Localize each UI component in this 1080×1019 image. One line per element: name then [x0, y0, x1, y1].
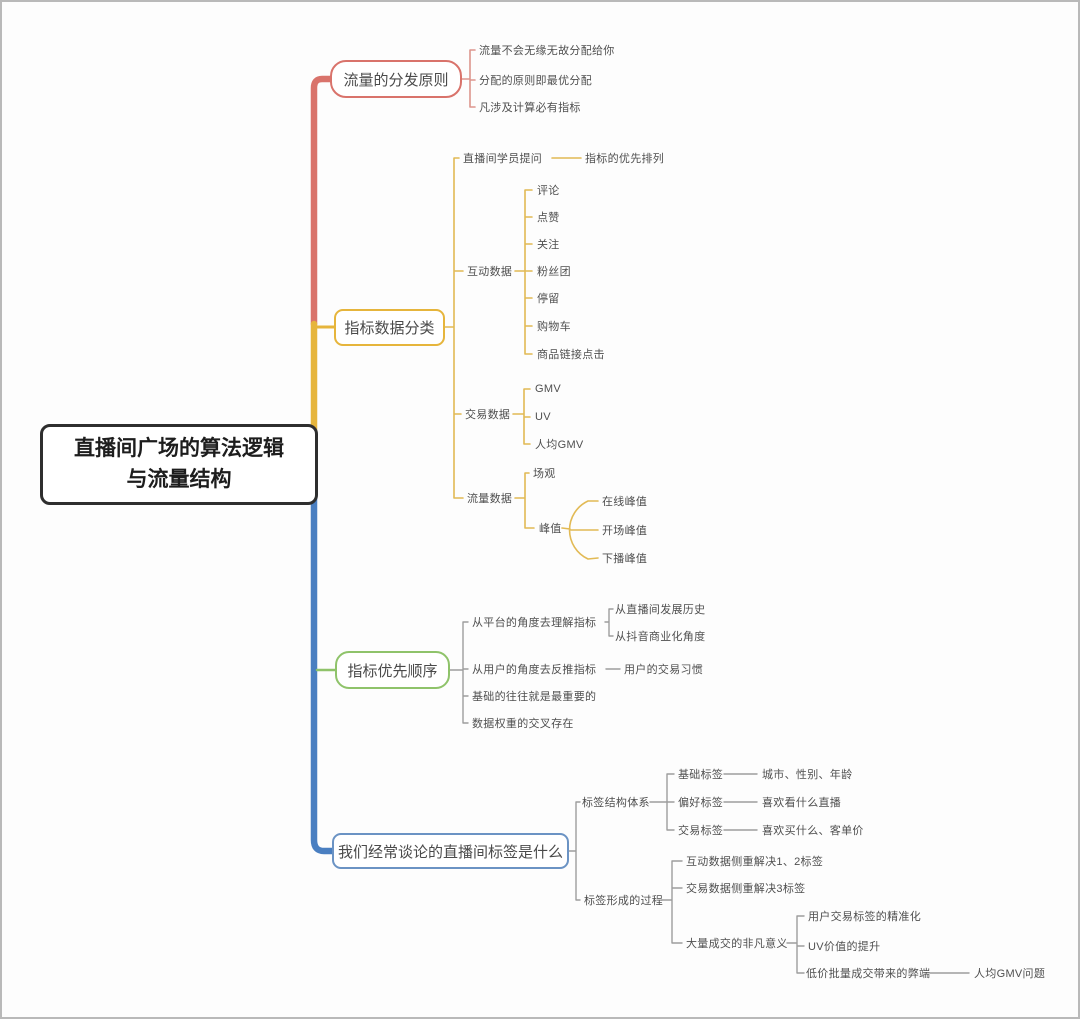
leaf-fan-club[interactable]: 粉丝团	[537, 266, 571, 278]
leaf-student-question[interactable]: 直播间学员提问	[463, 153, 543, 165]
trunk-red	[310, 75, 336, 328]
wires-peak-brace	[561, 500, 599, 560]
branch-traffic-distribution-principle[interactable]: 流量的分发原则	[330, 60, 462, 98]
wires-tag-process	[661, 860, 683, 944]
leaf-calculation-indicators[interactable]: 凡涉及计算必有指标	[479, 102, 581, 114]
leaf-opening-peak[interactable]: 开场峰值	[602, 525, 648, 537]
wires-blue-level2	[568, 801, 581, 901]
wires-green-level2	[449, 621, 469, 724]
trunk-blue	[310, 450, 336, 855]
leaf-transaction-tag-3[interactable]: 交易数据侧重解决3标签	[686, 883, 806, 895]
leaf-comments[interactable]: 评论	[537, 185, 560, 197]
leaf-user-perspective[interactable]: 从用户的角度去反推指标	[472, 664, 597, 676]
leaf-douyin-commercialization[interactable]: 从抖音商业化角度	[615, 631, 706, 643]
wires-interaction-data	[514, 189, 533, 355]
leaf-data-weight-cross[interactable]: 数据权重的交叉存在	[472, 718, 574, 730]
leaf-what-buy-order-value[interactable]: 喜欢买什么、客单价	[762, 825, 864, 837]
wires-tag-examples	[723, 773, 758, 831]
leaf-what-streams-watched[interactable]: 喜欢看什么直播	[762, 797, 842, 809]
leaf-interaction-tags-1-2[interactable]: 互动数据侧重解决1、2标签	[686, 856, 824, 868]
leaf-optimal-allocation[interactable]: 分配的原则即最优分配	[479, 75, 592, 87]
leaf-uv[interactable]: UV	[535, 411, 551, 423]
leaf-online-peak[interactable]: 在线峰值	[602, 496, 648, 508]
leaf-uv-value-increase[interactable]: UV价值的提升	[808, 941, 881, 953]
leaf-product-link-clicks[interactable]: 商品链接点击	[537, 349, 605, 361]
leaf-gmv-per-capita-problem[interactable]: 人均GMV问题	[974, 968, 1046, 980]
leaf-big-deal-significance[interactable]: 大量成交的非凡意义	[686, 938, 788, 950]
leaf-basics-most-important[interactable]: 基础的往往就是最重要的	[472, 691, 597, 703]
leaf-indicator-priority-ranking[interactable]: 指标的优先排列	[585, 153, 665, 165]
leaf-preference-tags[interactable]: 偏好标签	[678, 797, 724, 809]
leaf-dwell[interactable]: 停留	[537, 293, 560, 305]
leaf-gmv[interactable]: GMV	[535, 383, 561, 395]
leaf-tag-structure-system[interactable]: 标签结构体系	[582, 797, 650, 809]
leaf-precise-transaction-tags[interactable]: 用户交易标签的精准化	[808, 911, 921, 923]
leaf-traffic-data[interactable]: 流量数据	[467, 493, 513, 505]
leaf-liveroom-history[interactable]: 从直播间发展历史	[615, 604, 706, 616]
central-topic[interactable]: 直播间广场的算法逻辑 与流量结构	[40, 424, 318, 505]
leaf-transaction-tags[interactable]: 交易标签	[678, 825, 724, 837]
leaf-gmv-per-capita[interactable]: 人均GMV	[535, 439, 584, 451]
wires-big-deal	[786, 915, 805, 974]
leaf-traffic-not-random[interactable]: 流量不会无缘无故分配给你	[479, 45, 615, 57]
leaf-basic-tags[interactable]: 基础标签	[678, 769, 724, 781]
leaf-platform-perspective[interactable]: 从平台的角度去理解指标	[472, 617, 597, 629]
wires-yellow-level2	[444, 157, 464, 499]
leaf-city-gender-age[interactable]: 城市、性别、年龄	[762, 769, 853, 781]
leaf-follows[interactable]: 关注	[537, 239, 560, 251]
leaf-user-transaction-habits[interactable]: 用户的交易习惯	[624, 664, 704, 676]
leaf-tag-formation-process[interactable]: 标签形成的过程	[584, 895, 664, 907]
leaf-peak[interactable]: 峰值	[539, 523, 562, 535]
branch-liveroom-tags[interactable]: 我们经常谈论的直播间标签是什么	[332, 833, 569, 869]
wires-traffic-data	[514, 472, 535, 529]
leaf-session-views[interactable]: 场观	[533, 468, 556, 480]
leaf-low-price-drawbacks[interactable]: 低价批量成交带来的弊端	[806, 968, 931, 980]
leaf-likes[interactable]: 点赞	[537, 212, 560, 224]
wires-transaction-data	[512, 388, 531, 445]
wires-red-children	[461, 49, 476, 108]
branch-indicator-data-classification[interactable]: 指标数据分类	[334, 309, 445, 346]
wires-platform-angle	[604, 608, 614, 637]
leaf-closing-peak[interactable]: 下播峰值	[602, 553, 648, 565]
leaf-transaction-data[interactable]: 交易数据	[465, 409, 511, 421]
leaf-shopping-cart[interactable]: 购物车	[537, 321, 571, 333]
leaf-interaction-data[interactable]: 互动数据	[467, 266, 513, 278]
wires-tag-structure	[649, 773, 675, 831]
branch-indicator-priority-order[interactable]: 指标优先顺序	[335, 651, 450, 689]
